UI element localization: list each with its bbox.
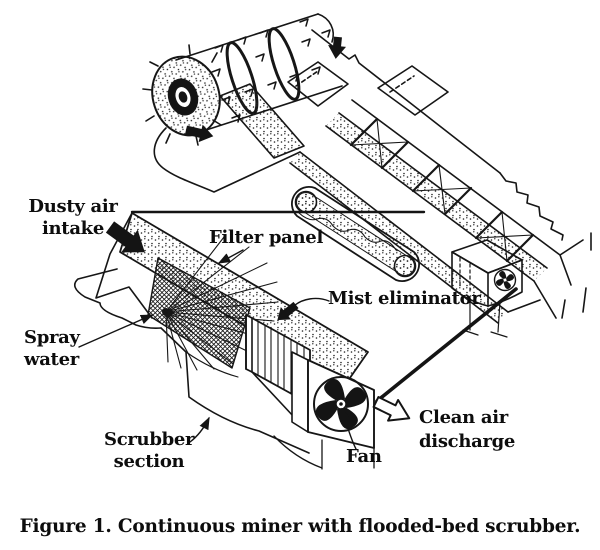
inset-connector-lines: [130, 210, 518, 403]
filter-panel-leader: [217, 249, 244, 264]
small-fan-icon: [495, 270, 515, 290]
label-clean-air-discharge: Clean air discharge: [419, 407, 516, 453]
fan-assembly: [273, 351, 375, 470]
crawler-track: [291, 185, 420, 283]
label-mist-eliminator: Mist eliminator: [328, 288, 481, 309]
label-filter-panel: Filter panel: [209, 227, 323, 248]
continuous-miner-machine: [142, 13, 592, 338]
spray-water-leader: [78, 314, 154, 348]
label-spray-water: Spray water: [24, 327, 80, 370]
filter-panel-mesh: [147, 257, 251, 369]
scrubber-unit-on-machine: [451, 239, 523, 338]
scrubber-inset: [73, 212, 375, 470]
mist-inlet-arrow-icon: [277, 301, 299, 321]
cutter-boom-arm: [219, 83, 305, 159]
fan-leader: [340, 407, 357, 450]
cutting-drum: [142, 13, 343, 146]
mist-eliminator-leader: [294, 297, 330, 306]
boom-inlet-arrow-icon: [184, 124, 214, 143]
scrubber-sump: [160, 327, 310, 454]
inset-diagonal-connector-line: [375, 287, 518, 403]
gathering-apron: [153, 127, 301, 193]
flow-arrows: [105, 36, 411, 422]
scrubber-section-leader: [189, 416, 210, 443]
top-inlet-arrow-icon: [328, 36, 347, 59]
label-dusty-air-intake: Dusty air intake: [28, 196, 118, 239]
floor-flap: [73, 268, 162, 329]
torn-edge: [499, 172, 564, 241]
clean-air-arrow-icon: [372, 396, 411, 422]
label-fan: Fan: [346, 446, 382, 467]
conveyor-boom: [289, 99, 587, 324]
label-scrubber-section: Scrubber section: [104, 429, 195, 472]
figure-caption: Figure 1. Continuous miner with flooded-…: [19, 516, 581, 537]
dusty-air-arrow-icon: [105, 221, 145, 253]
label-leaders: [78, 249, 357, 450]
